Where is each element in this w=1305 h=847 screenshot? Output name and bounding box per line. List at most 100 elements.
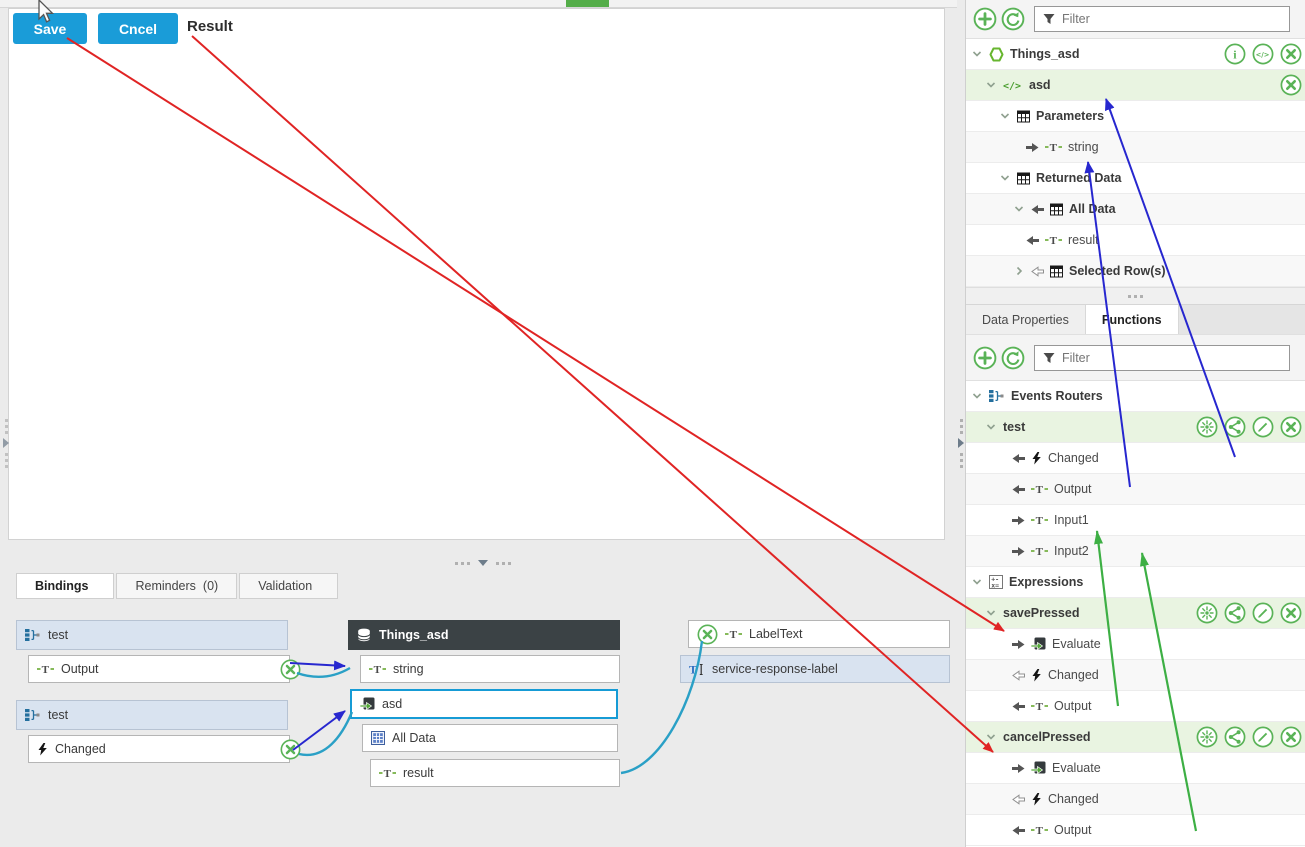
- router-icon: [25, 708, 41, 722]
- text-icon: T: [37, 663, 54, 675]
- chevron-down-icon[interactable]: [984, 731, 997, 743]
- tree-row-label: Selected Row(s): [1069, 264, 1166, 278]
- tree-row-changed[interactable]: Changed: [966, 784, 1305, 815]
- share-button[interactable]: [1224, 416, 1246, 438]
- database-icon: [357, 628, 372, 642]
- tree-row-label: Returned Data: [1036, 171, 1122, 185]
- close-button[interactable]: [1280, 726, 1302, 748]
- tree-row-changed[interactable]: Changed: [966, 443, 1305, 474]
- chevron-down-icon[interactable]: [1012, 203, 1025, 215]
- close-button[interactable]: [1280, 43, 1302, 65]
- code-button[interactable]: </>: [1252, 43, 1274, 65]
- info-button[interactable]: i: [1224, 43, 1246, 65]
- tree-row-parameters[interactable]: Parameters: [966, 101, 1305, 132]
- tree-row-label: Input2: [1054, 544, 1089, 558]
- binding-node-asd[interactable]: asd: [350, 689, 618, 719]
- tree-row-savepressed[interactable]: savePressed: [966, 598, 1305, 629]
- collapse-right-icon: [3, 438, 9, 448]
- close-button[interactable]: [1280, 74, 1302, 96]
- chevron-down-icon[interactable]: [970, 576, 983, 588]
- burst-button[interactable]: [1196, 416, 1218, 438]
- save-button[interactable]: Save: [13, 13, 87, 44]
- active-tab-indicator: [566, 0, 609, 7]
- functions-filter-input[interactable]: [1062, 350, 1281, 365]
- right-panel-splitter[interactable]: [966, 287, 1305, 305]
- chevron-down-icon[interactable]: [998, 172, 1011, 184]
- left-splitter-handle[interactable]: [0, 412, 12, 474]
- tree-row-cancelpressed[interactable]: cancelPressed: [966, 722, 1305, 753]
- pencil-button[interactable]: [1252, 602, 1274, 624]
- tab-data-properties[interactable]: Data Properties: [966, 305, 1086, 334]
- binding-node-changed[interactable]: Changed: [28, 735, 290, 763]
- mashup-canvas[interactable]: Save Cncel Result: [8, 8, 945, 540]
- tree-row-all-data[interactable]: All Data: [966, 194, 1305, 225]
- grid-icon: [371, 731, 385, 745]
- remove-binding-button[interactable]: [280, 659, 301, 680]
- tab-functions[interactable]: Functions: [1085, 305, 1179, 334]
- tab-reminders[interactable]: Reminders(0): [116, 573, 238, 599]
- tree-row-returned-data[interactable]: Returned Data: [966, 163, 1305, 194]
- service-icon: [360, 697, 375, 711]
- share-button[interactable]: [1224, 726, 1246, 748]
- add-entity-button[interactable]: [973, 7, 997, 31]
- canvas-bindings-splitter-handle[interactable]: [438, 555, 528, 571]
- tree-row-asd[interactable]: </>asd: [966, 70, 1305, 101]
- functions-toolbar: [966, 334, 1305, 381]
- remove-binding-button[interactable]: [697, 624, 718, 645]
- remove-binding-button[interactable]: [280, 739, 301, 760]
- arrow-left-icon: [1012, 701, 1025, 712]
- burst-button[interactable]: [1196, 726, 1218, 748]
- chevron-right-icon[interactable]: [1012, 265, 1025, 277]
- tree-row-evaluate[interactable]: Evaluate: [966, 629, 1305, 660]
- tree-row-label: All Data: [1069, 202, 1116, 216]
- tree-row-test[interactable]: test: [966, 412, 1305, 443]
- text-icon: T: [1031, 700, 1048, 712]
- chevron-down-icon[interactable]: [984, 607, 997, 619]
- binding-source-test[interactable]: test: [16, 700, 288, 730]
- svg-text:T: T: [1050, 142, 1058, 153]
- close-button[interactable]: [1280, 416, 1302, 438]
- pencil-button[interactable]: [1252, 416, 1274, 438]
- binding-source-test[interactable]: test: [16, 620, 288, 650]
- tree-row-selected-row-s[interactable]: Selected Row(s): [966, 256, 1305, 287]
- tree-row-evaluate[interactable]: Evaluate: [966, 753, 1305, 784]
- data-filter-input[interactable]: [1062, 12, 1281, 26]
- tab-validation[interactable]: Validation: [239, 573, 339, 599]
- binding-node-all-data[interactable]: All Data: [362, 724, 618, 752]
- tab-bindings[interactable]: Bindings: [16, 573, 115, 599]
- chevron-down-icon[interactable]: [998, 110, 1011, 122]
- share-button[interactable]: [1224, 602, 1246, 624]
- cancel-button[interactable]: Cncel: [98, 13, 178, 44]
- table-icon: [1017, 172, 1030, 185]
- tree-row-changed[interactable]: Changed: [966, 660, 1305, 691]
- burst-button[interactable]: [1196, 602, 1218, 624]
- tree-row-events-routers[interactable]: Events Routers: [966, 381, 1305, 412]
- table-icon: [1017, 110, 1030, 123]
- chevron-down-icon[interactable]: [970, 390, 983, 402]
- chevron-down-icon[interactable]: [984, 79, 997, 91]
- chevron-down-icon[interactable]: [970, 48, 983, 60]
- tree-row-expressions[interactable]: +-x=Expressions: [966, 567, 1305, 598]
- add-function-button[interactable]: [973, 346, 997, 370]
- close-button[interactable]: [1280, 602, 1302, 624]
- arrow-right-icon: [1012, 546, 1025, 557]
- svg-text:T: T: [1036, 825, 1044, 836]
- pencil-button[interactable]: [1252, 726, 1274, 748]
- refresh-button[interactable]: [1001, 346, 1025, 370]
- chevron-down-icon[interactable]: [984, 421, 997, 433]
- refresh-button[interactable]: [1001, 7, 1025, 31]
- binding-service-header[interactable]: Things_asd: [348, 620, 620, 650]
